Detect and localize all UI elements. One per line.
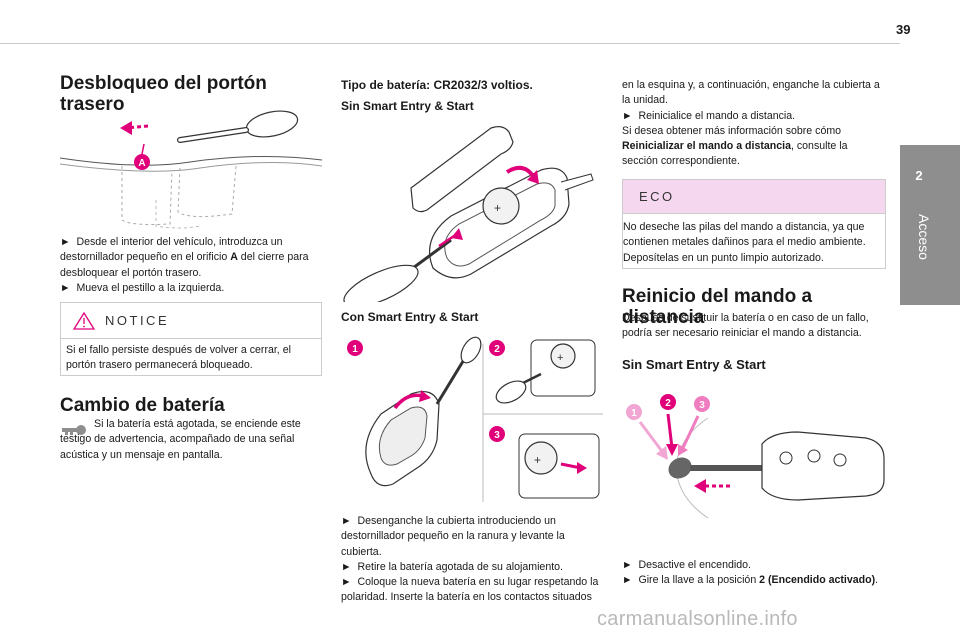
step-arrow: ► bbox=[341, 515, 352, 527]
notice-text: Si el fallo persiste después de volver a… bbox=[66, 344, 291, 372]
battery-step-3-cont: en la esquina y, a continuación, enganch… bbox=[622, 79, 880, 107]
reset-badge-1: 1 bbox=[631, 408, 637, 419]
key-battery-illustration-1: + bbox=[343, 126, 594, 302]
reset-steps: ► Desactive el encendido. ► Gire la llav… bbox=[622, 558, 886, 589]
notice-box: NOTICE Si el fallo persiste después de v… bbox=[60, 302, 322, 376]
step-arrow: ► bbox=[60, 236, 71, 248]
heading-tailgate-unlock: Desbloqueo del portón trasero bbox=[60, 73, 267, 115]
reset-step-2-b: . bbox=[875, 574, 879, 587]
header-rule bbox=[0, 43, 900, 44]
battery-type: Tipo de batería: CR2032/3 voltios. bbox=[341, 78, 533, 92]
tailgate-step-2: Mueva el pestillo a la izquierda. bbox=[76, 281, 225, 294]
subheading-with-smart-entry: Con Smart Entry & Start bbox=[341, 310, 479, 324]
reset-step-1: Desactive el encendido. bbox=[638, 559, 751, 571]
chapter-tab[interactable] bbox=[900, 145, 960, 305]
tailgate-steps: ► Desde el interior del vehículo, introd… bbox=[60, 235, 322, 296]
subheading-without-smart-entry: Sin Smart Entry & Start bbox=[341, 99, 474, 113]
eco-box: ECO No deseche las pilas del mando a dis… bbox=[622, 179, 886, 269]
step-arrow: ► bbox=[341, 560, 352, 573]
battery-step-3: Coloque la nueva batería en su lugar res… bbox=[341, 576, 599, 604]
eco-label: ECO bbox=[639, 189, 675, 204]
step-arrow: ► bbox=[622, 574, 633, 587]
tailgate-step-1-bold: A bbox=[230, 251, 238, 264]
chapter-title: Acceso bbox=[916, 214, 932, 260]
notice-header: NOTICE bbox=[61, 303, 321, 339]
key-ignition-illustration: 1 2 3 bbox=[626, 394, 885, 519]
step-arrow: ► bbox=[622, 109, 633, 122]
eco-text: No deseche las pilas del mando a distanc… bbox=[623, 221, 866, 264]
reinit-link-text[interactable]: Reinicializar el mando a distancia bbox=[622, 140, 791, 153]
svg-text:+: + bbox=[534, 453, 541, 467]
step-arrow: ► bbox=[622, 559, 633, 571]
svg-text:+: + bbox=[557, 352, 563, 364]
battery-steps: ► Desenganche la cubierta introduciendo … bbox=[341, 514, 605, 606]
subheading-without-smart-entry-reset: Sin Smart Entry & Start bbox=[622, 357, 766, 372]
info-b: , consulte la sección correspondiente. bbox=[622, 140, 848, 168]
remote-reset-intro: Después de sustituir la batería o en cas… bbox=[622, 312, 869, 340]
chapter-number: 2 bbox=[915, 168, 923, 183]
battery-step-4: Reinicialice el mando a distancia. bbox=[638, 109, 796, 122]
battery-continued: en la esquina y, a continuación, enganch… bbox=[622, 78, 886, 170]
battery-warning-text: Si la batería está agotada, se enciende … bbox=[60, 418, 301, 461]
step-arrow: ► bbox=[60, 281, 71, 294]
step-arrow: ► bbox=[341, 576, 352, 589]
svg-text:+: + bbox=[494, 201, 501, 215]
badge-1: 1 bbox=[352, 344, 358, 355]
page-number: 39 bbox=[896, 22, 911, 37]
reset-step-2-a: Gire la llave a la posición bbox=[638, 574, 760, 587]
battery-step-2: Retire la batería agotada de su alojamie… bbox=[357, 560, 563, 573]
battery-step-1: Desenganche la cubierta introduciendo un… bbox=[341, 515, 565, 558]
heading-battery-change: Cambio de batería bbox=[60, 395, 225, 416]
reset-badge-3: 3 bbox=[699, 400, 705, 411]
tailgate-step-1-b: del cierre para desbloquear el portón tr… bbox=[60, 251, 309, 279]
watermark: carmanualsonline.info bbox=[597, 608, 798, 630]
tailgate-illustration: A bbox=[60, 110, 322, 229]
badge-3: 3 bbox=[494, 430, 500, 441]
reset-step-2-bold: 2 (Encendido activado) bbox=[759, 574, 876, 587]
reset-badge-2: 2 bbox=[665, 398, 671, 409]
heading-remote-reset: Reinicio del mando a distancia bbox=[622, 286, 813, 328]
warning-icon bbox=[73, 311, 95, 330]
key-warning-icon bbox=[62, 425, 86, 435]
badge-2: 2 bbox=[494, 344, 500, 355]
tailgate-step-1-a: Desde el interior del vehículo, introduz… bbox=[60, 236, 283, 264]
marker-a: A bbox=[138, 158, 145, 169]
notice-label: NOTICE bbox=[105, 313, 170, 328]
key-battery-illustration-2: 1 2 3 + + bbox=[347, 336, 603, 502]
eco-header: ECO bbox=[623, 180, 885, 214]
info-a: Si desea obtener más información sobre c… bbox=[622, 124, 842, 137]
